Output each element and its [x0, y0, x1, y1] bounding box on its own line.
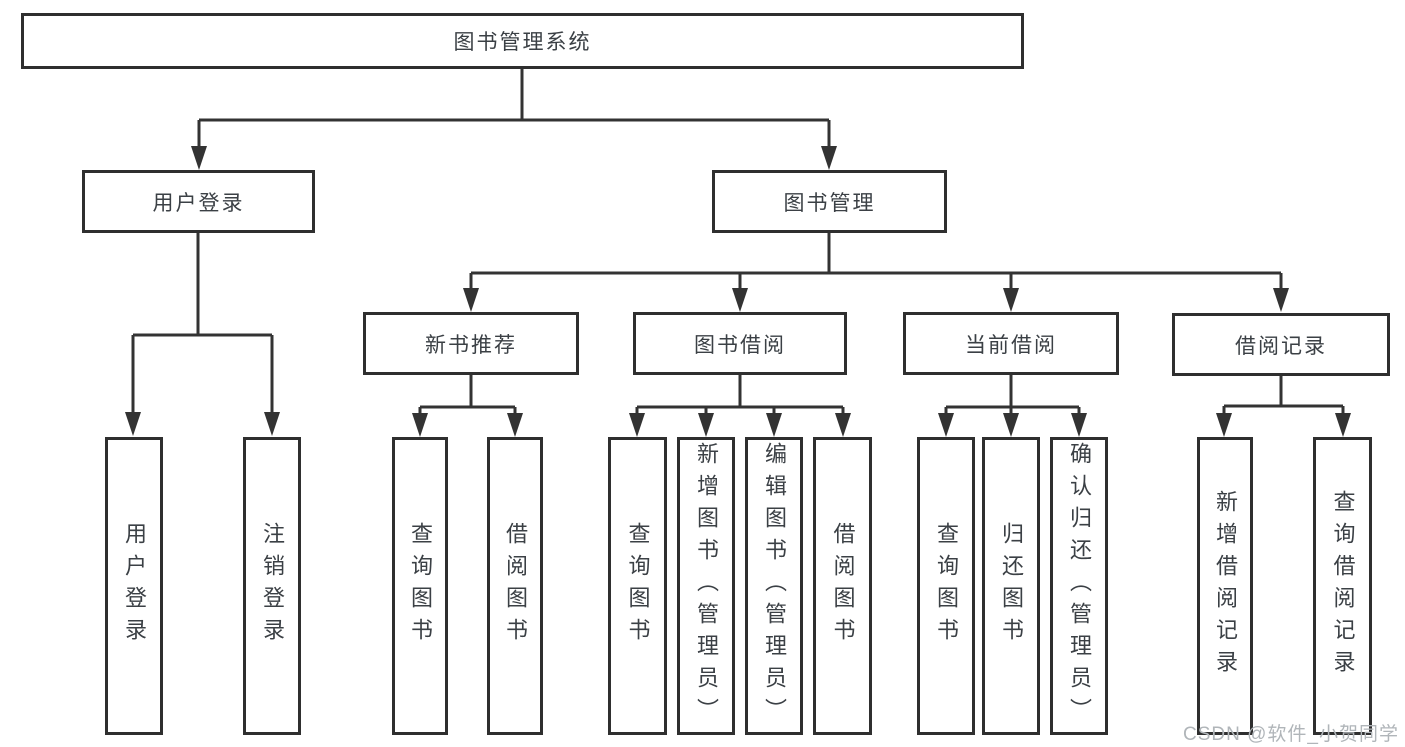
node-label: 编辑图书（管理员） [762, 442, 787, 730]
leaf-logout: 注销登录 [243, 437, 301, 735]
node-label: 查询图书 [408, 522, 433, 650]
node-new-book-recommendation: 新书推荐 [363, 312, 579, 375]
leaf-return-books: 归还图书 [982, 437, 1040, 735]
connector-book-mgmt-children [463, 233, 1289, 312]
node-label: 图书管理 [783, 191, 876, 215]
leaf-edit-books-admin: 编辑图书（管理员） [745, 437, 803, 735]
connector-borrowing-records-children [1216, 376, 1351, 437]
node-book-borrowing: 图书借阅 [633, 312, 847, 375]
node-book-management: 图书管理 [712, 170, 947, 233]
leaf-query-books-under-recommendation: 查询图书 [392, 437, 448, 735]
watermark: CSDN @软件_小贺同学 [1183, 724, 1399, 745]
leaf-user-login: 用户登录 [105, 437, 163, 735]
leaf-query-books-under-current: 查询图书 [917, 437, 975, 735]
node-label: 新书推荐 [425, 333, 517, 357]
leaf-add-borrowing-record: 新增借阅记录 [1197, 437, 1253, 735]
leaf-borrow-books-under-recommendation: 借阅图书 [487, 437, 543, 735]
node-library-management-system: 图书管理系统 [21, 13, 1024, 69]
node-label: 用户登录 [152, 191, 245, 215]
leaf-borrow-books-under-borrowing: 借阅图书 [813, 437, 872, 735]
node-label: 图书管理系统 [453, 31, 592, 54]
node-label: 注销登录 [260, 522, 285, 650]
leaf-query-books-under-borrowing: 查询图书 [608, 437, 667, 735]
node-label: 新增图书（管理员） [694, 442, 719, 730]
leaf-add-books-admin: 新增图书（管理员） [677, 437, 735, 735]
node-label: 用户登录 [122, 522, 147, 650]
node-label: 查询借阅记录 [1330, 490, 1356, 682]
node-label: 查询图书 [625, 522, 651, 650]
node-label: 确认归还（管理员） [1067, 442, 1092, 730]
node-label: 归还图书 [999, 522, 1024, 650]
node-label: 借阅图书 [503, 522, 528, 650]
node-label: 借阅图书 [830, 522, 856, 650]
connector-new-book-rec-children [412, 375, 523, 437]
node-label: 图书借阅 [694, 333, 786, 357]
leaf-query-borrowing-record: 查询借阅记录 [1313, 437, 1372, 735]
node-label: 新增借阅记录 [1213, 490, 1238, 682]
connector-root-to-level2 [191, 69, 837, 170]
connector-book-borrowing-children [629, 375, 851, 437]
node-borrowing-records: 借阅记录 [1172, 313, 1390, 376]
connector-user-login-children [125, 233, 280, 436]
node-current-borrowing: 当前借阅 [903, 312, 1119, 375]
node-label: 借阅记录 [1235, 334, 1327, 358]
node-label: 当前借阅 [965, 333, 1057, 357]
node-label: 查询图书 [934, 522, 959, 650]
leaf-confirm-return-admin: 确认归还（管理员） [1050, 437, 1108, 735]
connector-current-borrowing-children [938, 375, 1087, 437]
node-user-login: 用户登录 [82, 170, 315, 233]
